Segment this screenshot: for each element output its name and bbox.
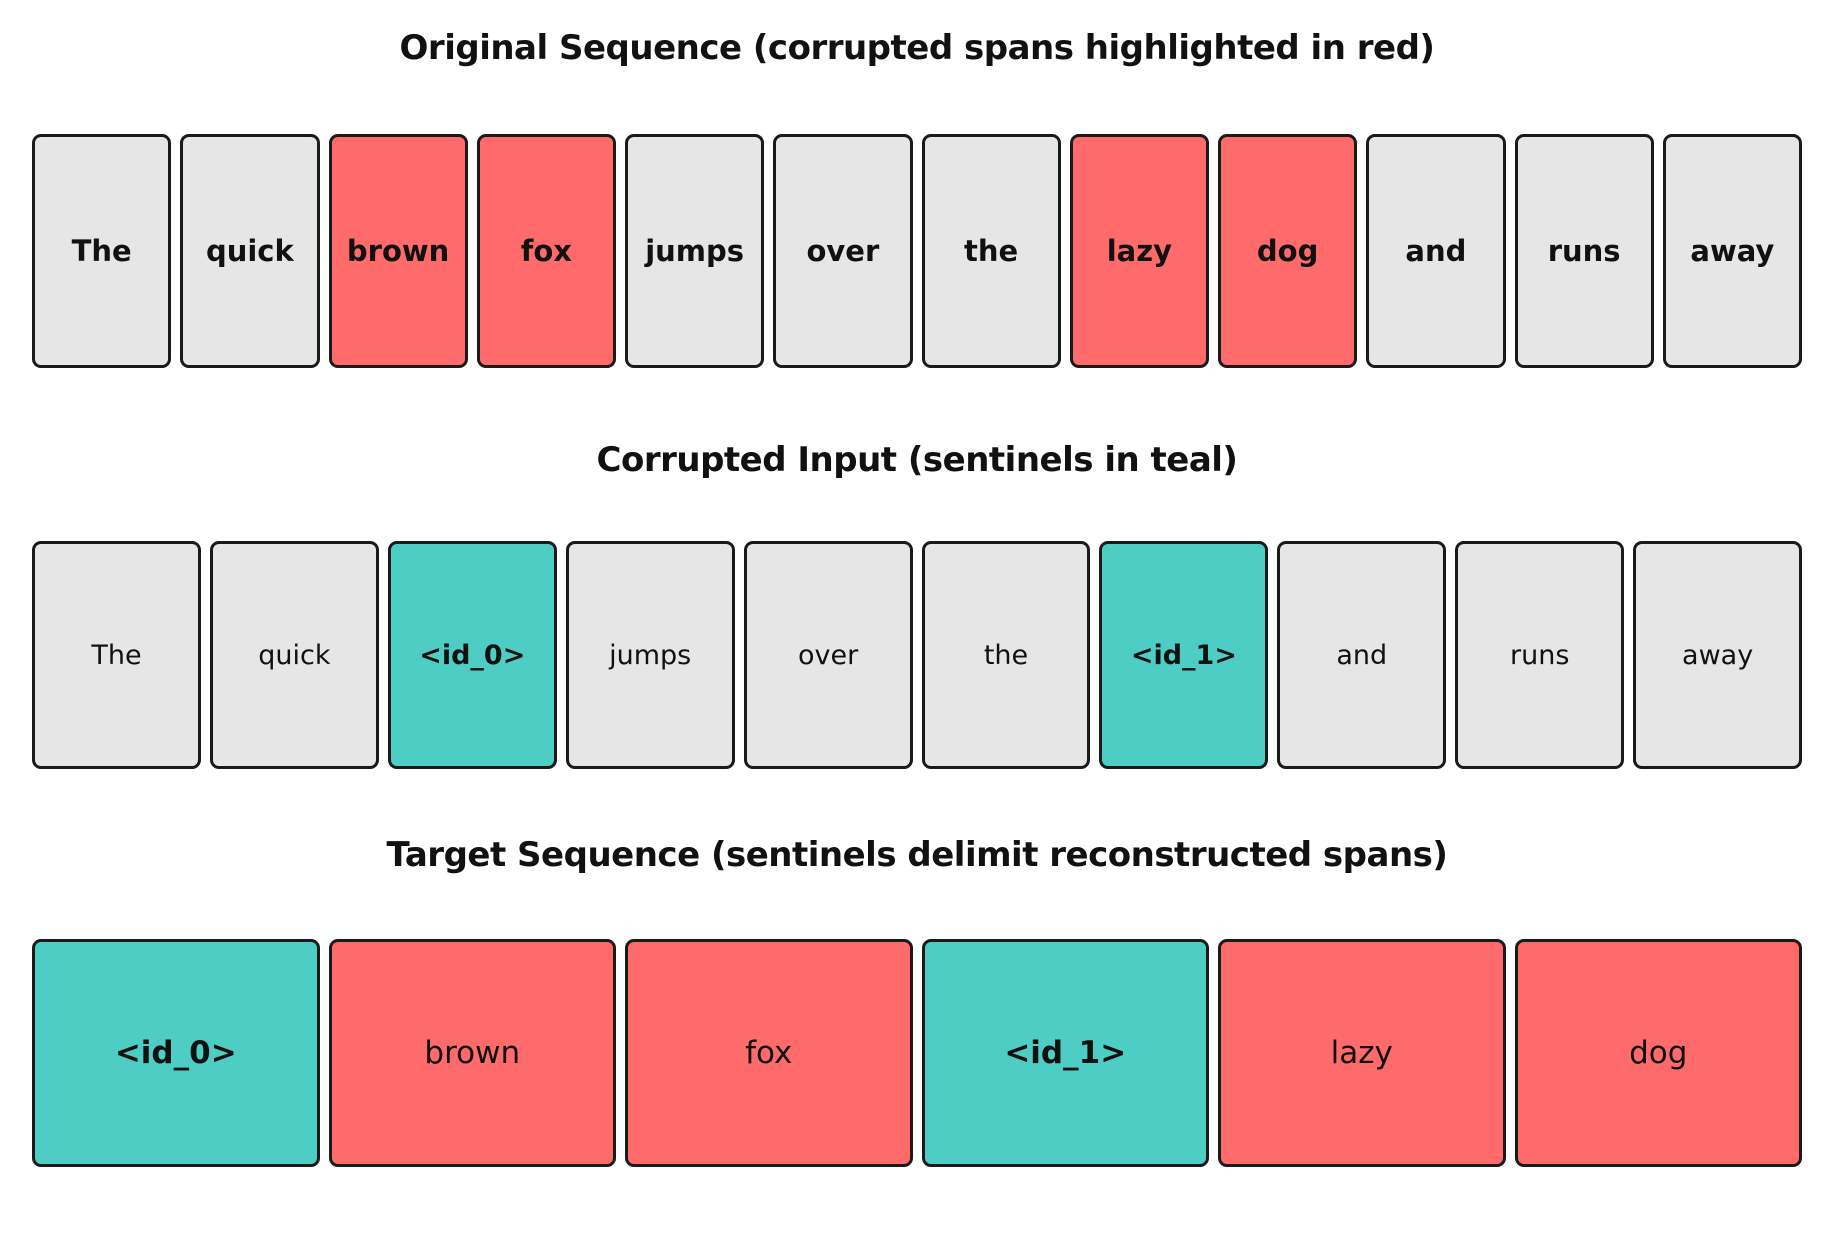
token-corrupted: lazy	[1069, 134, 1209, 368]
token-corrupted: dog	[1218, 134, 1358, 368]
token-corrupted: brown	[328, 939, 616, 1167]
token-normal: jumps	[565, 541, 735, 769]
token-normal: the	[921, 541, 1091, 769]
token-normal: over	[743, 541, 913, 769]
token-sentinel: <id_1>	[1099, 541, 1269, 769]
token-sentinel: <id_0>	[32, 939, 320, 1167]
token-normal: quick	[209, 541, 379, 769]
section-title-target: Target Sequence (sentinels delimit recon…	[386, 835, 1448, 875]
token-corrupted: brown	[328, 134, 468, 368]
token-normal: over	[773, 134, 913, 368]
token-normal: jumps	[625, 134, 765, 368]
token-sentinel: <id_1>	[921, 939, 1209, 1167]
token-corrupted: dog	[1514, 939, 1802, 1167]
token-normal: and	[1277, 541, 1447, 769]
token-corrupted: fox	[476, 134, 616, 368]
token-sentinel: <id_0>	[387, 541, 557, 769]
token-normal: and	[1366, 134, 1506, 368]
token-normal: runs	[1514, 134, 1654, 368]
token-normal: The	[32, 134, 172, 368]
token-normal: The	[32, 541, 201, 769]
token-corrupted: fox	[625, 939, 913, 1167]
token-normal: runs	[1455, 541, 1625, 769]
token-normal: away	[1662, 134, 1802, 368]
token-normal: quick	[180, 134, 320, 368]
section-title-corrupted: Corrupted Input (sentinels in teal)	[596, 440, 1238, 480]
section-title-original: Original Sequence (corrupted spans highl…	[399, 28, 1435, 68]
token-normal: away	[1633, 541, 1803, 769]
token-corrupted: lazy	[1218, 939, 1506, 1167]
token-normal: the	[921, 134, 1061, 368]
